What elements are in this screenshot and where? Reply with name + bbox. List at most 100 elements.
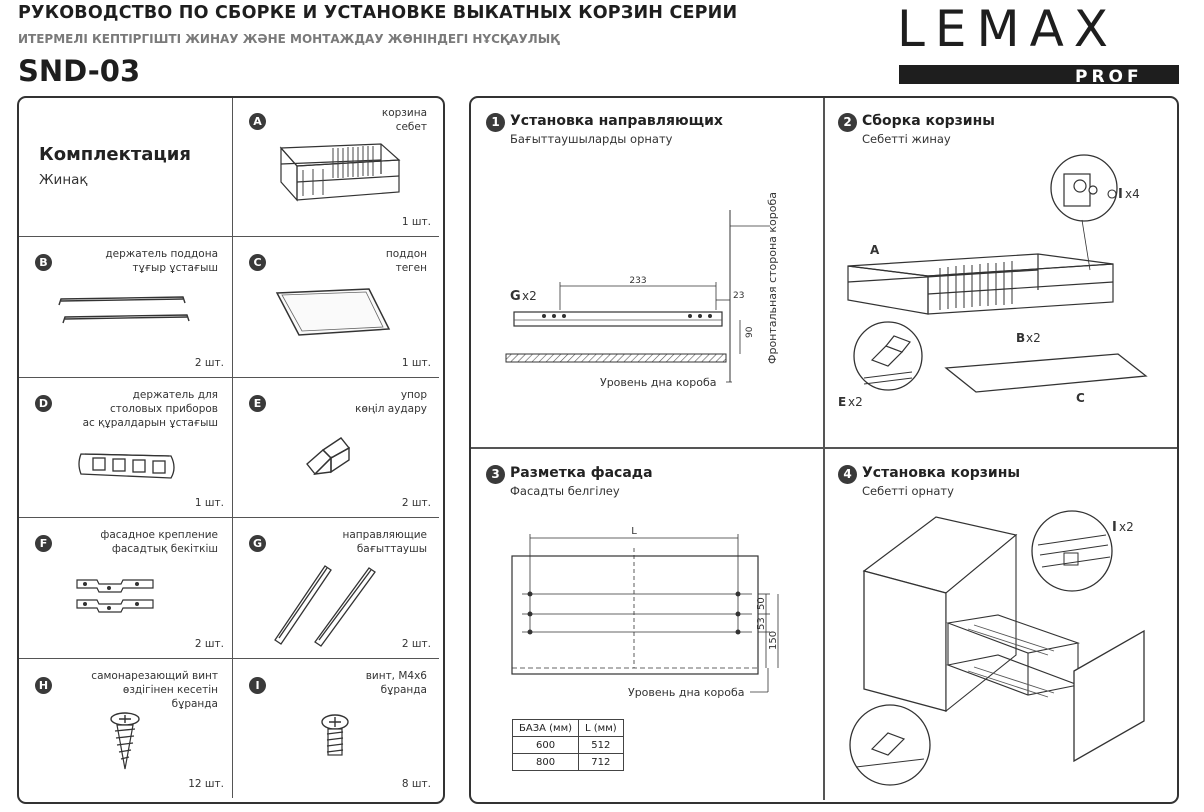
title-kz: ИТЕРМЕЛІ КЕПТІРГІШТІ ЖИНАУ ЖӘНЕ МОНТАЖДА… [18,32,560,46]
table-header: L (мм) [578,719,624,737]
logo-sub: PROF [1075,67,1143,87]
step-subtitle: Себетті орнату [862,484,954,498]
item-letter-badge: C [249,254,266,271]
step-number: 1 [486,113,505,132]
kit-title-cell: Комплектация Жинақ [19,98,233,237]
table-row: 800 712 [511,753,624,771]
i-count: x4 [1125,187,1140,201]
kit-item-d: D держатель для столовых приборов ас құр… [19,378,233,518]
l-dimension: L [631,526,637,537]
item-qty: 2 шт. [194,638,224,650]
item-qty: 2 шт. [401,497,431,509]
logo-word: LEMAX [897,0,1118,58]
kit-item-e: E упор көңіл аудару 2 шт. [233,378,439,518]
b-count: x2 [1026,331,1041,345]
item-letter-badge: G [249,535,266,552]
facade-marking-diagram: L 50 53 150 Уровень дна короба [511,526,779,699]
a-label: A [870,243,880,257]
item-name-extra: бұранда [171,698,218,710]
item-letter-badge: H [35,677,52,694]
item-letter-badge: B [35,254,52,271]
dimension-90: 90 [745,326,755,338]
g-count: x2 [522,289,537,303]
table-cell: 712 [578,753,624,771]
item-letter-badge: E [249,395,266,412]
stopper-icon [306,437,351,476]
kit-item-b: B держатель поддона тұғыр ұстағыш 2 шт. [19,237,233,378]
table-header-row: БАЗА (мм) L (мм) [511,719,624,737]
item-name-extra: ас құралдарын ұстағыш [82,417,218,429]
e-label: E [838,395,846,409]
facade-bracket-icon [76,579,154,613]
item-name-kz: бағыттаушы [356,543,427,555]
title-ru: РУКОВОДСТВО ПО СБОРКЕ И УСТАНОВКЕ ВЫКАТН… [18,3,738,23]
item-name-kz: себет [395,121,427,133]
floor-level-label: Уровень дна короба [628,686,744,699]
step-number: 2 [838,113,857,132]
item-name-kz: фасадтық бекіткіш [111,543,218,555]
item-name-ru: держатель для [132,389,218,401]
step-title: Сборка корзины [862,113,995,129]
item-qty: 1 шт. [401,357,431,369]
step-subtitle: Фасадты белгілеу [510,484,620,498]
item-name-ru: корзина [381,107,427,119]
kit-item-i: I винт, М4х6 бұранда 8 шт. [233,659,439,798]
kit-item-h: H самонарезающий винт өздігінен кесетін … [19,659,233,798]
floor-level-label: Уровень дна короба [600,376,716,389]
item-letter-badge: D [35,395,52,412]
cutlery-holder-icon [78,453,175,479]
item-name-ru: самонарезающий винт [91,670,218,682]
item-letter-badge: F [35,535,52,552]
runner-install-diagram: 233 23 90 G x2 Уровень дна короба Фронта… [505,192,779,389]
item-name-ru: поддон [385,248,427,260]
table-cell: 800 [511,753,580,771]
size-table: БАЗА (мм) L (мм) 600 512 800 712 [511,719,624,771]
i-label: I [1112,520,1117,535]
item-qty: 12 шт. [188,778,224,790]
item-letter-badge: A [249,113,266,130]
tray-holder-icon [58,296,190,324]
table-row: 600 512 [511,736,624,754]
c-label: C [1076,391,1085,405]
kit-panel [17,96,445,804]
step-subtitle: Бағыттаушыларды орнату [510,132,673,146]
kit-item-c: C поддон теген 1 шт. [233,237,439,378]
kit-item-a: A корзина себет 1 ш [233,98,439,237]
kit-item-g: G направляющие бағыттаушы 2 шт. [233,518,439,659]
item-qty: 1 шт. [194,497,224,509]
i-label: I [1118,187,1123,202]
dimension-23: 23 [733,291,744,301]
g-label: G [510,289,521,304]
item-qty: 2 шт. [401,638,431,650]
kit-item-f: F фасадное крепление фасадтық бекіткіш 2… [19,518,233,659]
dim-50: 50 [756,597,767,610]
basket-icon [279,143,401,202]
kit-title: Комплектация [39,144,191,165]
item-name-kz: өздігінен кесетін [122,684,218,696]
kit-subtitle: Жинақ [39,172,88,188]
step-number: 3 [486,465,505,484]
basket-install-diagram: I x2 [849,510,1145,786]
step-title: Установка направляющих [510,113,723,129]
item-name-kz: тұғыр ұстағыш [132,262,218,274]
front-side-label: Фронтальная сторона короба [766,192,779,364]
step-title: Разметка фасада [510,465,653,481]
i-count: x2 [1119,520,1134,534]
item-name-ru: упор [400,389,427,401]
self-tapping-screw-icon [110,712,140,770]
item-name-kz: столовых приборов [109,403,218,415]
machine-screw-icon [321,714,349,756]
steps-divider-horizontal [471,447,1177,449]
dim-53: 53 [756,617,767,630]
item-letter-badge: I [249,677,266,694]
item-name-ru: винт, М4х6 [365,670,427,682]
model-number: SND-03 [18,54,141,88]
item-name-ru: держатель поддона [105,248,218,260]
item-name-ru: направляющие [342,529,428,541]
item-name-ru: фасадное крепление [100,529,218,541]
runners-icon [274,565,376,647]
item-qty: 1 шт. [401,216,431,228]
item-name-kz: теген [395,262,427,274]
table-cell: 512 [578,736,624,754]
dimension-233: 233 [629,276,646,286]
